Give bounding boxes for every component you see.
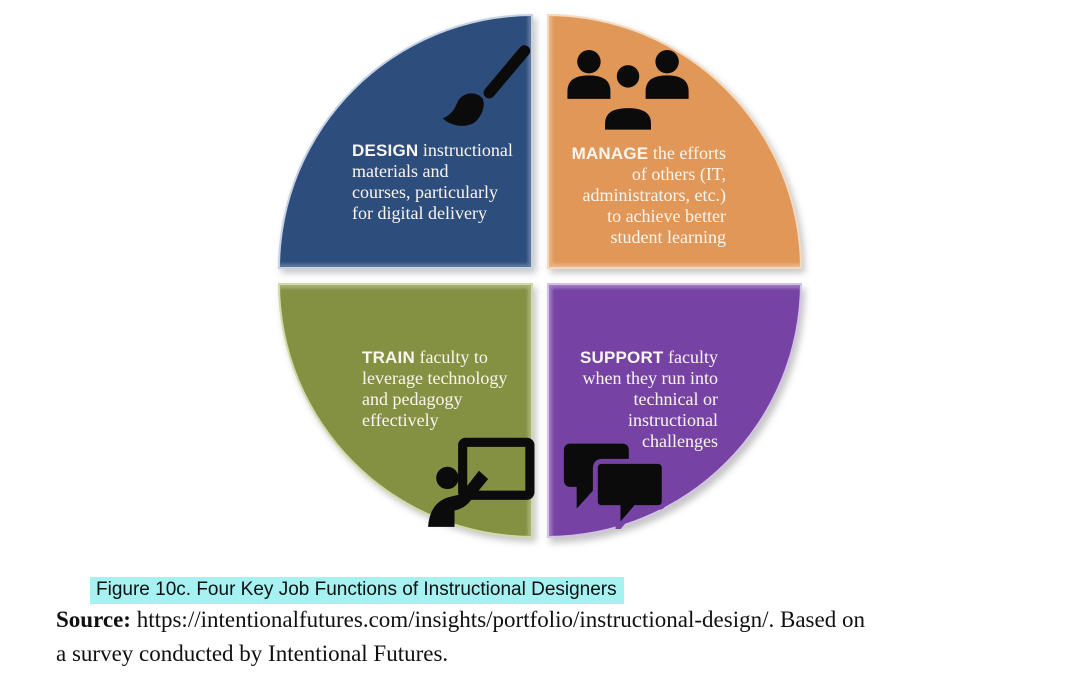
quadrant-manage: MANAGE the efforts of others (IT, admini… bbox=[547, 14, 802, 269]
presentation-board-icon bbox=[428, 437, 535, 527]
source-label: Source: bbox=[56, 607, 131, 632]
quadrant-train-body: faculty to leverage technology and pedag… bbox=[362, 347, 508, 430]
quadrant-manage-body: the efforts of others (IT, administrator… bbox=[582, 143, 726, 247]
quadrant-train-text: TRAIN faculty to leverage technology and… bbox=[362, 347, 529, 431]
quadrant-manage-text: MANAGE the efforts of others (IT, admini… bbox=[561, 143, 726, 248]
quadrant-design-text: DESIGN instructional materials and cours… bbox=[352, 140, 529, 224]
quadrant-manage-keyword: MANAGE bbox=[571, 144, 649, 163]
quadrant-support: SUPPORT faculty when they run into techn… bbox=[547, 283, 802, 538]
quadrant-support-keyword: SUPPORT bbox=[579, 348, 664, 367]
quadrant-design-keyword: DESIGN bbox=[352, 141, 419, 160]
quadrant-support-text: SUPPORT faculty when they run into techn… bbox=[559, 347, 718, 452]
figure-caption: Figure 10c. Four Key Job Functions of In… bbox=[90, 577, 624, 604]
paintbrush-icon bbox=[442, 45, 531, 126]
people-group-icon bbox=[567, 49, 689, 134]
quadrant-train-keyword: TRAIN bbox=[362, 348, 415, 367]
source-note: Source: https://intentionalfutures.com/i… bbox=[56, 603, 1051, 671]
quadrant-design-body: instructional materials and courses, par… bbox=[352, 140, 513, 223]
source-text: https://intentionalfutures.com/insights/… bbox=[56, 607, 865, 666]
chat-bubbles-icon bbox=[563, 443, 667, 529]
quadrant-design: DESIGN instructional materials and cours… bbox=[278, 14, 533, 269]
quadrant-support-body: faculty when they run into technical or … bbox=[582, 347, 718, 451]
quadrant-train: TRAIN faculty to leverage technology and… bbox=[278, 283, 535, 538]
four-quadrant-diagram: DESIGN instructional materials and cours… bbox=[278, 14, 802, 538]
